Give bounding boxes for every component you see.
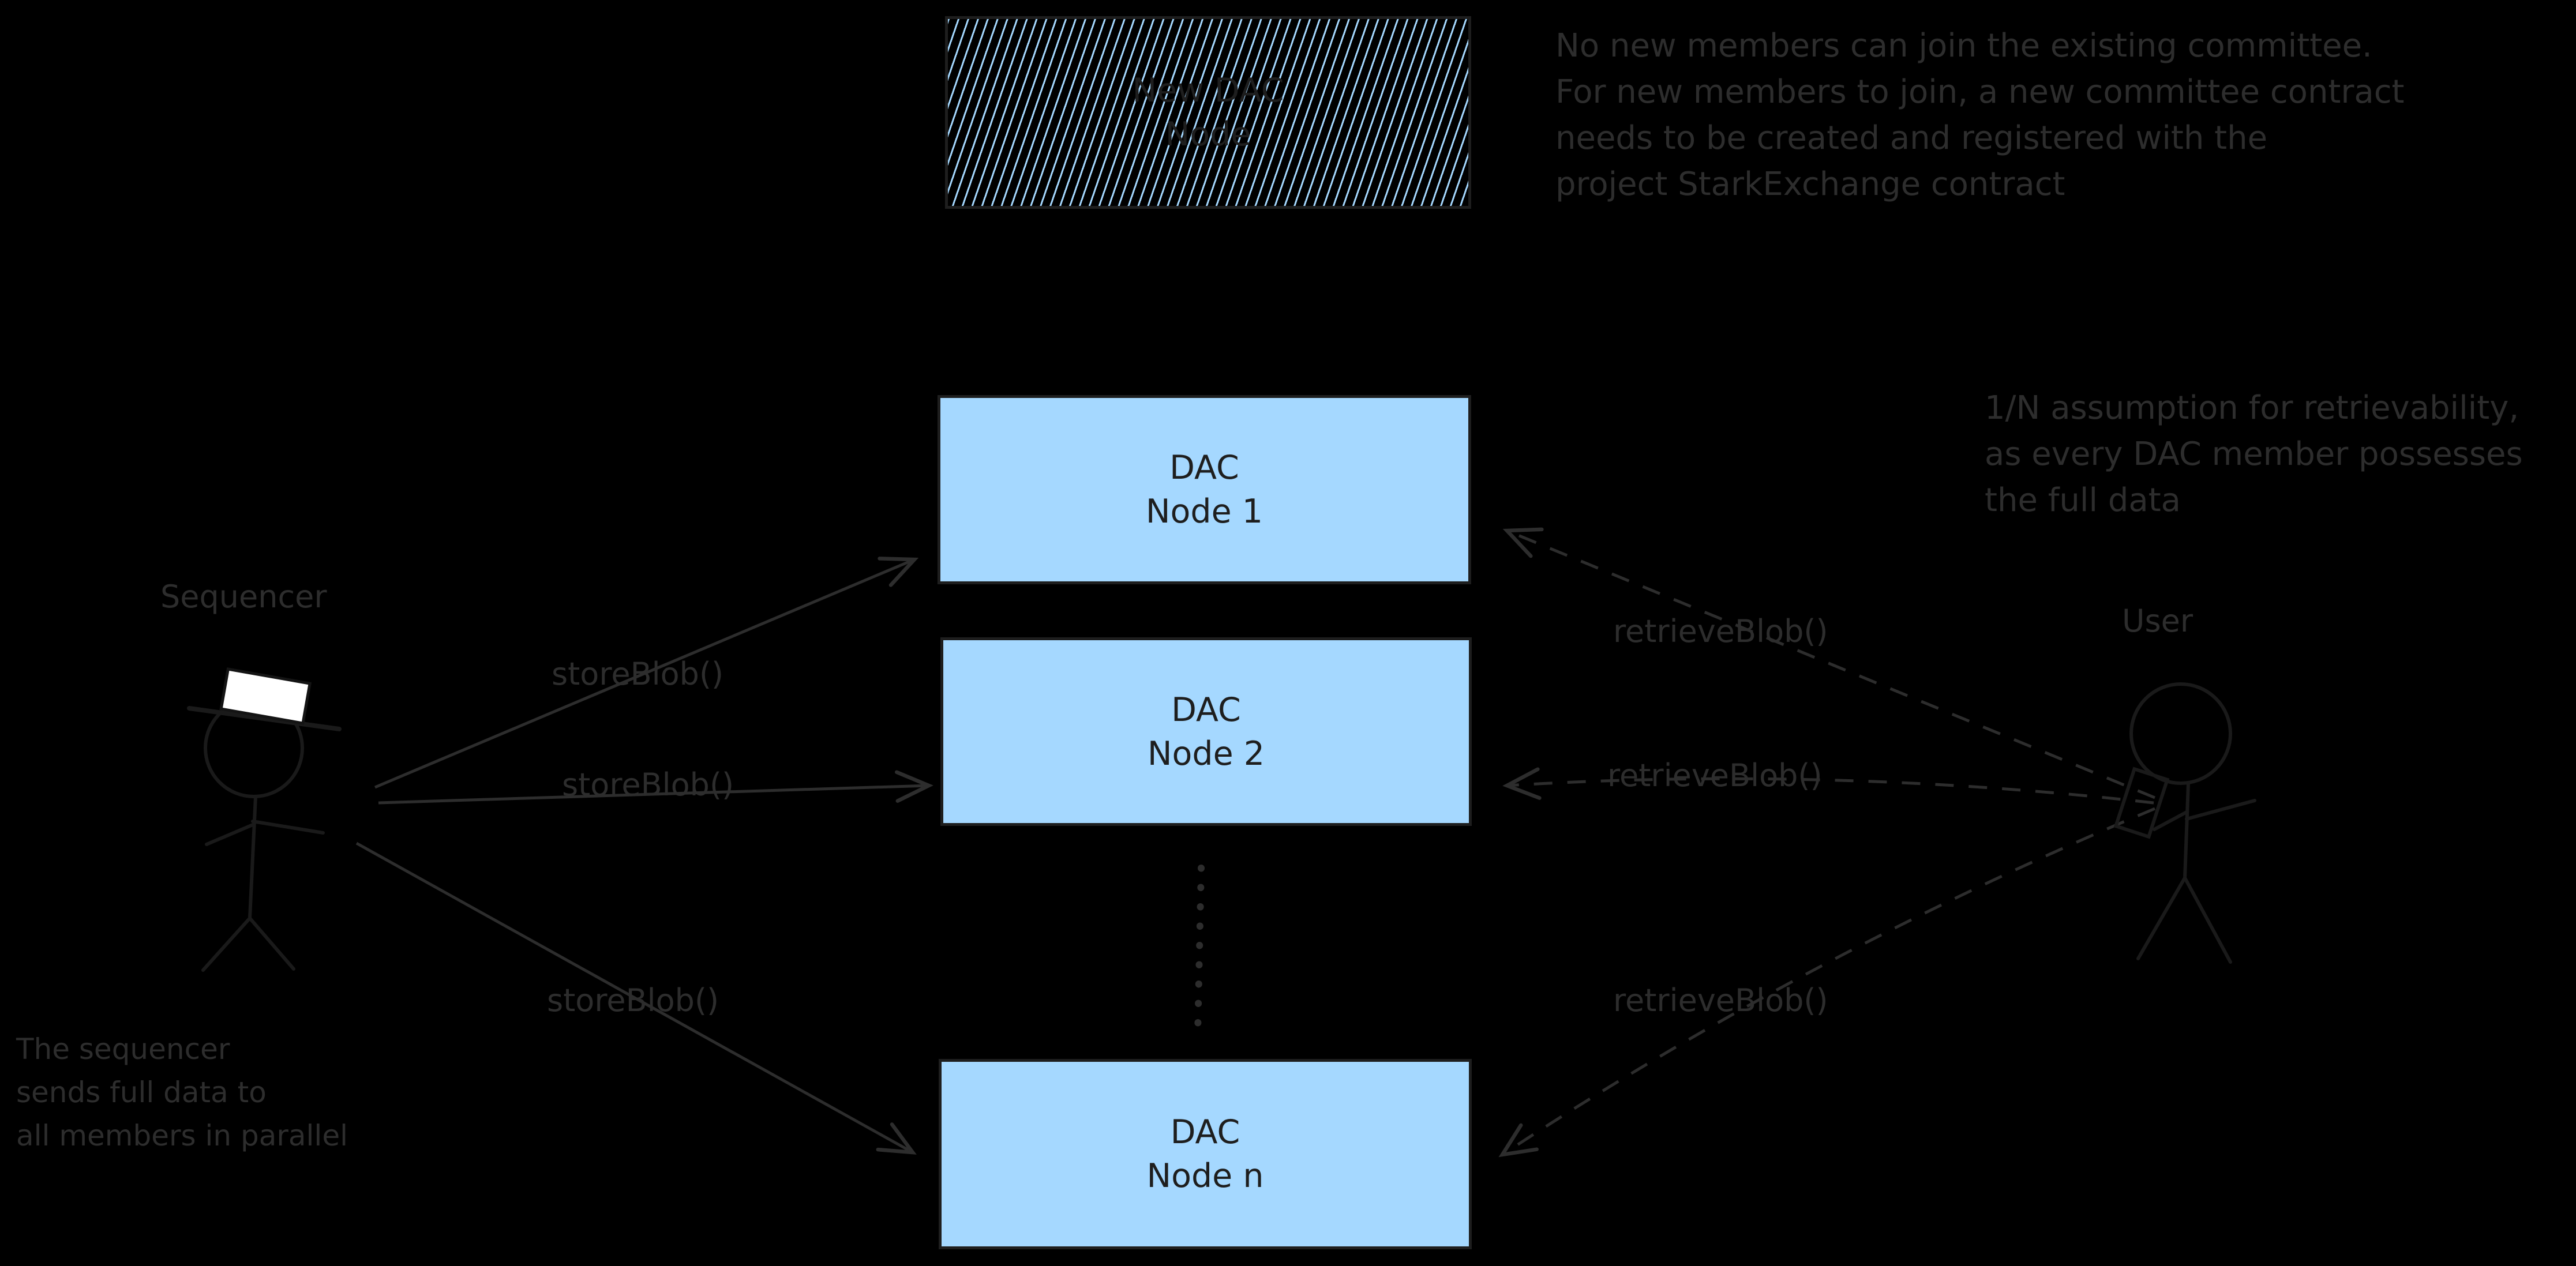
sequencer-arm-right: [251, 820, 325, 835]
user-body: [2183, 782, 2190, 880]
sequencer-parallel-note-line: sends full data to: [16, 1076, 267, 1109]
sequencer-figure-icon: [187, 667, 342, 972]
retrievability-note-line: as every DAC member possesses: [1985, 435, 2523, 473]
new-dac-node-label-line1: New DAC: [1132, 72, 1284, 110]
sequencer-arm-left: [205, 823, 254, 846]
retrievability-note: 1/N assumption for retrievability, as ev…: [1985, 385, 2523, 524]
dac-node-1-label-line1: DAC: [1169, 449, 1239, 487]
store-blob-label-1: storeBlob(): [552, 656, 724, 692]
user-head: [2129, 682, 2232, 785]
committee-note-line: For new members to join, a new committee…: [1555, 73, 2405, 111]
retrieve-blob-label-1: retrieveBlob(): [1613, 613, 1828, 649]
user-leg-right: [2183, 876, 2232, 964]
dac-node-n-label-line1: DAC: [1170, 1113, 1240, 1151]
retrieve-blob-label-3: retrieveBlob(): [1613, 982, 1828, 1019]
committee-note-line: needs to be created and registered with …: [1555, 119, 2268, 157]
sequencer-leg-right: [248, 916, 295, 971]
store-blob-arrow-node1: [374, 557, 919, 789]
committee-note-line: project StarkExchange contract: [1555, 166, 2065, 203]
sequencer-label: Sequencer: [160, 578, 327, 615]
dac-node-2-label-line1: DAC: [1171, 690, 1241, 729]
user-arm-right: [2185, 799, 2256, 821]
retrievability-note-line: the full data: [1985, 482, 2181, 519]
retrievability-note-line: 1/N assumption for retrievability,: [1985, 389, 2519, 427]
store-blob-arrow-node2: [378, 770, 933, 805]
sequencer-hat-brim: [187, 706, 342, 731]
retrieve-blob-arrow-node2: [1502, 767, 2154, 805]
dac-node-1-label-line2: Node 1: [1145, 493, 1263, 531]
sequencer-parallel-note-line: The sequencer: [16, 1032, 230, 1066]
sequencer-leg-left: [201, 916, 252, 972]
new-dac-node-box: New DAC Node: [945, 16, 1471, 209]
committee-note: No new members can join the existing com…: [1555, 23, 2404, 208]
sequencer-hat-icon: [219, 667, 312, 725]
user-phone-icon: [2113, 767, 2170, 839]
retrieve-blob-label-2: retrieveBlob(): [1607, 757, 1823, 794]
sequencer-parallel-note: The sequencer sends full data to all mem…: [16, 1028, 348, 1158]
retrieve-blob-arrow-noden: [1498, 807, 2155, 1158]
user-label: User: [2122, 603, 2193, 639]
dac-node-1-box: DAC Node 1: [938, 395, 1471, 584]
store-blob-label-2: storeBlob(): [562, 767, 734, 803]
ellipsis-dotted-line: [1194, 865, 1205, 1037]
dac-node-2-box: DAC Node 2: [940, 637, 1472, 826]
store-blob-label-3: storeBlob(): [547, 982, 719, 1019]
sequencer-parallel-note-line: all members in parallel: [16, 1119, 348, 1152]
retrieve-blob-arrow-node1: [1502, 527, 2155, 799]
user-figure-icon: [2113, 682, 2256, 964]
dac-node-n-box: DAC Node n: [939, 1059, 1472, 1249]
dac-node-2-label-line2: Node 2: [1147, 734, 1265, 773]
sequencer-body: [248, 795, 257, 920]
user-leg-left: [2136, 876, 2187, 960]
committee-note-line: No new members can join the existing com…: [1555, 27, 2372, 65]
new-dac-node-label-line2: Node: [1165, 115, 1251, 153]
store-blob-arrow-noden: [355, 842, 917, 1155]
dac-node-n-label-line2: Node n: [1146, 1157, 1264, 1195]
user-arm-left: [2153, 810, 2188, 831]
